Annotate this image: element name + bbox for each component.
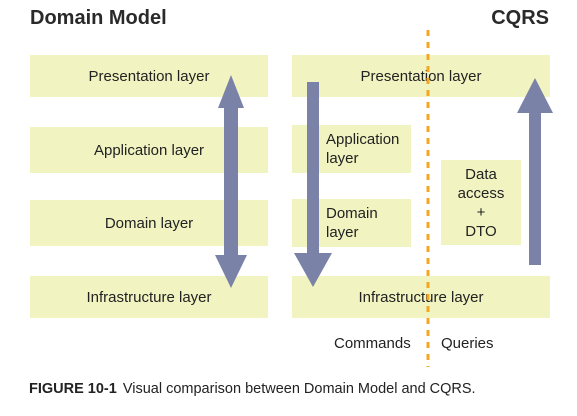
dm-domain-label: Domain layer: [104, 214, 194, 232]
figure-caption: FIGURE 10-1 Visual comparison between Dom…: [29, 381, 476, 397]
commands-arrow-head: [294, 253, 332, 287]
cqrs-application-label: Application layer: [326, 131, 400, 167]
dm-infrastructure-label: Infrastructure layer: [86, 288, 212, 306]
figure-caption-text: Visual comparison between Domain Model a…: [122, 381, 476, 397]
dm-application-label: Application layer: [93, 141, 205, 159]
cqrs-data-access-box: Data access + DTO: [441, 160, 521, 245]
cqrs-infrastructure-layer: Infrastructure layer: [292, 276, 550, 318]
queries-arrow-shaft: [529, 111, 541, 265]
commands-label: Commands: [334, 335, 411, 352]
queries-label: Queries: [441, 335, 494, 352]
dm-bidirectional-arrow: [215, 75, 247, 288]
cqrs-presentation-label: Presentation layer: [360, 67, 482, 85]
commands-arrow-shaft: [307, 82, 319, 254]
domain-model-title: Domain Model: [30, 7, 167, 29]
figure-label: FIGURE 10-1: [29, 381, 117, 397]
dm-presentation-label: Presentation layer: [88, 67, 210, 85]
commands-down-arrow: [294, 82, 332, 287]
queries-up-arrow: [517, 78, 553, 265]
dm-infrastructure-layer: Infrastructure layer: [30, 276, 268, 318]
cqrs-infrastructure-label: Infrastructure layer: [358, 288, 484, 306]
dm-arrow-up-head: [218, 75, 244, 108]
cqrs-title: CQRS: [491, 7, 549, 29]
cqrs-application-layer: Application layer: [292, 125, 411, 173]
dm-arrow-down-head: [215, 255, 247, 288]
cqrs-data-access-label: Data access + DTO: [457, 165, 505, 240]
queries-arrow-head: [517, 78, 553, 113]
dm-arrow-shaft: [224, 107, 238, 257]
cqrs-presentation-layer: Presentation layer: [292, 55, 550, 97]
cqrs-domain-label: Domain layer: [326, 205, 378, 241]
